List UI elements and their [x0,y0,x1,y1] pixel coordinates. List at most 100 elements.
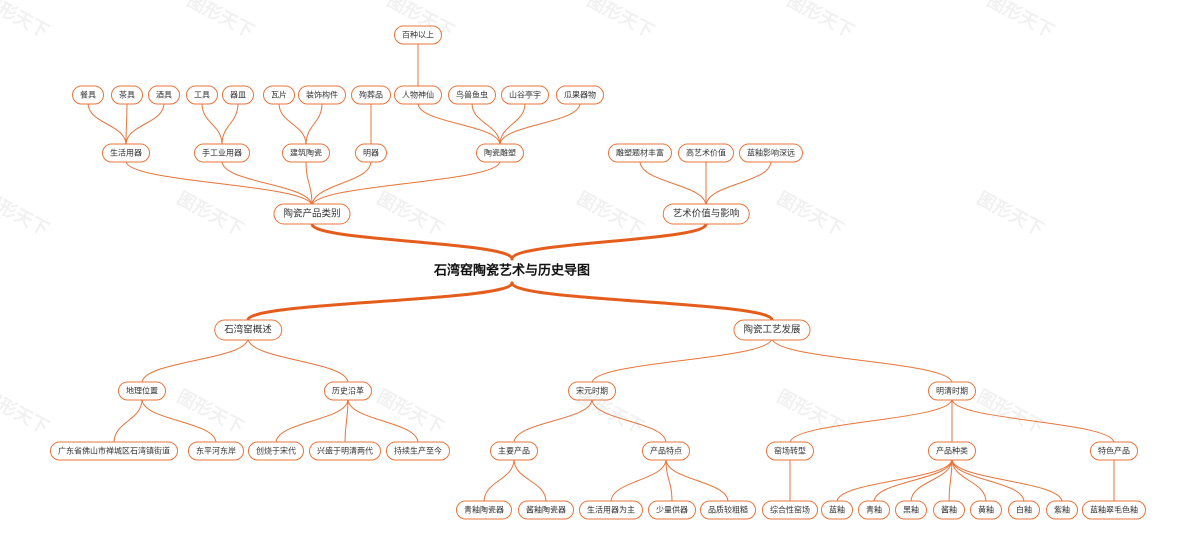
connector [639,160,707,207]
connector [873,458,953,503]
connector [201,102,223,146]
connector [141,337,249,384]
connector [113,398,143,444]
connector [125,102,165,146]
topic-node-b1a[interactable]: 生活用器 [102,143,150,163]
connector [311,160,501,207]
connector [513,458,547,503]
connector [344,398,349,444]
topic-node-b1d[interactable]: 明器 [355,143,387,163]
topic-node-b1e2[interactable]: 鸟兽鱼虫 [448,85,496,105]
connector [221,102,239,146]
topic-node-b4b2e[interactable]: 黄釉 [970,500,1002,520]
connector [665,458,673,503]
topic-node-b4b3[interactable]: 特色产品 [1090,441,1138,461]
topic-node-b4b2c[interactable]: 黑釉 [895,500,927,520]
topic-node-b4b3a[interactable]: 蓝釉翠毛色釉 [1082,500,1146,520]
topic-node-b4a1b[interactable]: 酱釉陶瓷器 [518,500,574,520]
connector [305,102,323,146]
topic-node-b4b1a[interactable]: 综合性窑场 [762,500,818,520]
category-craft-development[interactable]: 陶瓷工艺发展 [733,319,811,341]
topic-node-b1a1[interactable]: 餐具 [72,85,104,105]
connector [499,102,581,146]
topic-node-b1e4[interactable]: 瓜果器物 [556,85,604,105]
topic-node-b1c2[interactable]: 装饰构件 [298,85,346,105]
connector [305,160,313,207]
connector [125,160,313,207]
topic-node-b1c[interactable]: 建筑陶瓷 [282,143,330,163]
topic-node-b1b1[interactable]: 工具 [186,85,218,105]
topic-node-b4a2a[interactable]: 生活用器为主 [579,500,643,520]
root-title[interactable]: 石湾窑陶瓷艺术与历史导图 [433,263,591,279]
topic-node-b1a2[interactable]: 茶具 [111,85,143,105]
connector [87,102,127,146]
topic-node-b4a2b[interactable]: 少量供器 [648,500,696,520]
category-ceramic-products[interactable]: 陶瓷产品类别 [273,203,351,225]
topic-node-b1d1[interactable]: 殉葬品 [351,85,391,105]
connector [247,337,349,384]
connector [221,160,313,207]
category-overview[interactable]: 石湾窑概述 [214,319,282,341]
topic-node-b1e3[interactable]: 山谷亭宇 [501,85,549,105]
connector [665,458,729,503]
connector [141,398,217,444]
connector [951,458,1063,503]
topic-node-b3b1[interactable]: 创烧于宋代 [248,441,304,461]
topic-node-b1e[interactable]: 陶瓷雕塑 [476,143,524,163]
topic-node-b4b2[interactable]: 产品种类 [928,441,976,461]
topic-node-b4b1[interactable]: 窑场转型 [766,441,814,461]
connector [610,458,667,503]
main-connector [510,281,774,322]
topic-node-b1e1[interactable]: 人物神仙 [394,85,442,105]
topic-node-b4b2f[interactable]: 白釉 [1008,500,1040,520]
topic-node-b2b[interactable]: 高艺术价值 [678,143,734,163]
topic-node-b4b2a[interactable]: 蓝釉 [821,500,853,520]
main-connector [510,222,708,261]
topic-node-b2c[interactable]: 蓝釉影响深远 [739,143,803,163]
topic-node-b3b2[interactable]: 兴盛于明清两代 [309,441,381,461]
connector [789,398,953,444]
topic-node-b3b3[interactable]: 持续生产至今 [386,441,450,461]
main-connector [246,281,514,322]
topic-node-b3a2[interactable]: 东平河东岸 [188,441,244,461]
topic-node-b4b2g[interactable]: 紫釉 [1046,500,1078,520]
main-connector [310,222,514,261]
topic-node-b4b2d[interactable]: 酱釉 [933,500,965,520]
connector [471,102,501,146]
topic-node-b4a2[interactable]: 产品特点 [642,441,690,461]
connector [948,458,953,503]
topic-node-b4a2c[interactable]: 品质较粗糙 [700,500,756,520]
connector [951,398,1115,444]
topic-node-b2a[interactable]: 雕塑题材丰富 [608,143,672,163]
topic-node-b1a3[interactable]: 酒具 [148,85,180,105]
topic-node-b1b[interactable]: 手工业用器 [194,143,250,163]
connector [499,102,526,146]
topic-node-b3a[interactable]: 地理位置 [118,381,166,401]
connector [417,102,501,146]
topic-node-b3a1[interactable]: 广东省佛山市禅城区石湾镇街道 [50,441,178,461]
topic-node-b1e1a[interactable]: 百种以上 [394,25,442,45]
topic-node-b1c1[interactable]: 瓦片 [263,85,295,105]
connector [125,102,128,146]
connector [311,160,372,207]
connector [910,458,953,503]
connector [483,458,515,503]
connector [951,458,1025,503]
topic-node-b4a1a[interactable]: 青釉陶瓷器 [456,500,512,520]
topic-node-b1b2[interactable]: 器皿 [222,85,254,105]
connector [513,398,593,444]
connector [591,398,667,444]
connector [275,398,349,444]
connector [771,337,953,384]
topic-node-b4b2b[interactable]: 青釉 [858,500,890,520]
topic-node-b4b[interactable]: 明清时期 [928,381,976,401]
topic-node-b4a1[interactable]: 主要产品 [490,441,538,461]
topic-node-b4a[interactable]: 宋元时期 [568,381,616,401]
connector [836,458,953,503]
category-art-value[interactable]: 艺术价值与影响 [662,203,750,225]
topic-node-b3b[interactable]: 历史沿革 [324,381,372,401]
connector [591,337,773,384]
connector [278,102,307,146]
